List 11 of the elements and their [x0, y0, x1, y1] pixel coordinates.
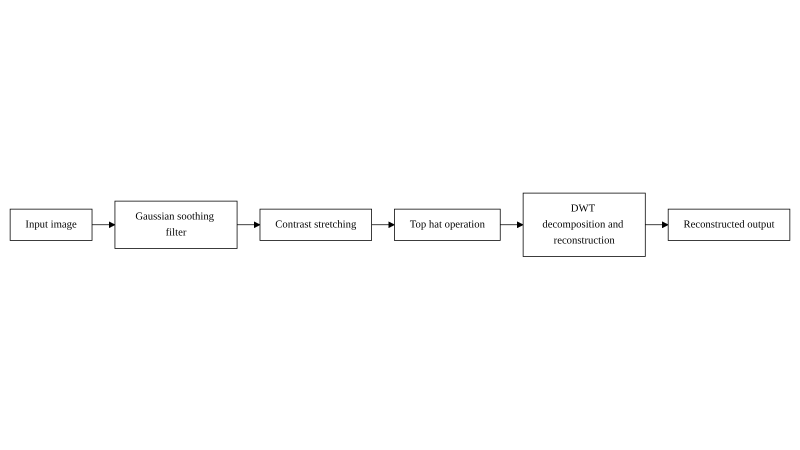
arrow — [92, 222, 116, 228]
arrow — [371, 222, 395, 228]
node-box: Input image — [10, 208, 92, 242]
arrow — [500, 222, 524, 228]
node-box: Reconstructed output — [668, 208, 790, 242]
arrow — [644, 222, 668, 228]
arrow — [236, 222, 260, 228]
node-box: DWT decomposition and reconstruction — [522, 192, 646, 258]
node-box: Top hat operation — [394, 208, 501, 242]
node-box: Contrast stretching — [260, 208, 372, 242]
node-box: Gaussian soothing filter — [114, 200, 238, 250]
